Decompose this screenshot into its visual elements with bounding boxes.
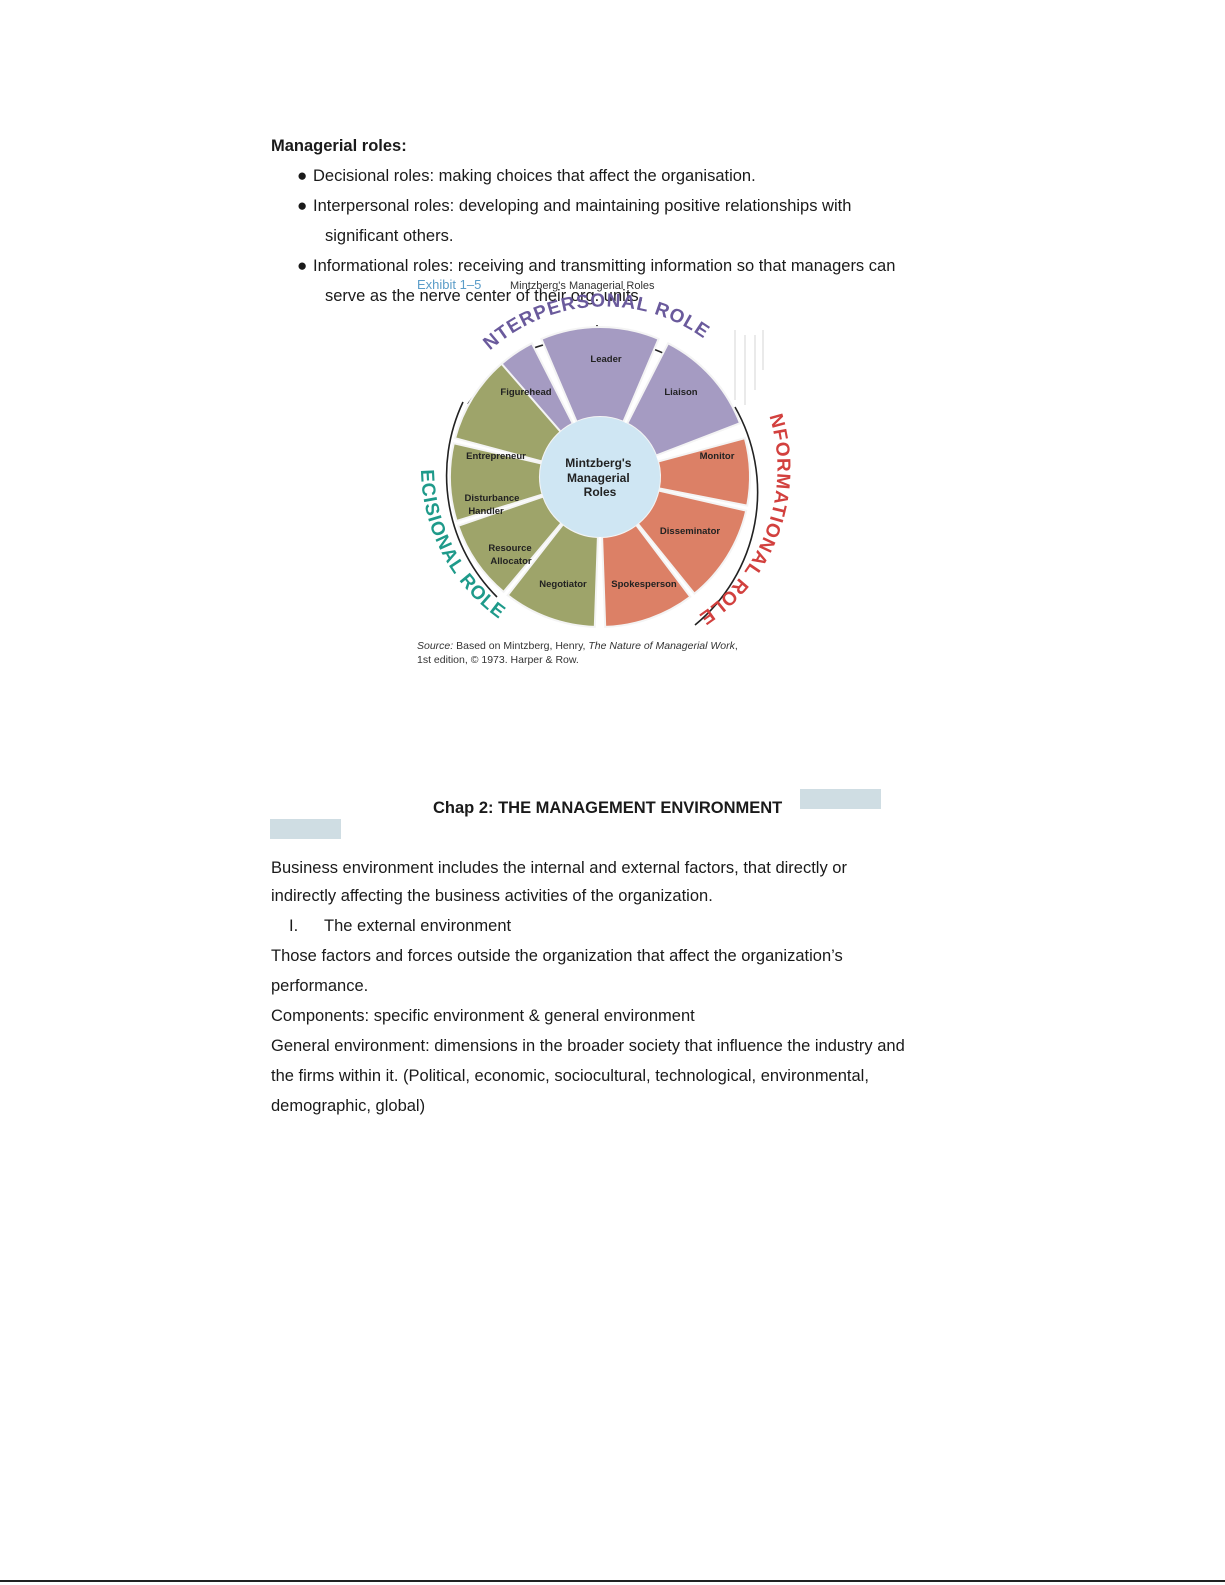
role-disturbance-handler: Disturbance	[465, 493, 520, 504]
chapter-title: Chap 2: THE MANAGEMENT ENVIRONMENT	[433, 799, 783, 817]
body-line: General environment: dimensions in the b…	[271, 1037, 905, 1055]
wedge-monitor	[656, 436, 751, 507]
bullet-text: Informational roles: receiving and trans…	[313, 257, 896, 275]
role-monitor: Monitor	[700, 451, 735, 462]
source-text: ,	[734, 640, 738, 652]
role-negotiator: Negotiator	[539, 579, 587, 590]
bullet-dot-icon: ●	[297, 166, 308, 185]
role-disturbance-handler: Handler	[468, 506, 504, 517]
source-prefix: Source:	[417, 640, 454, 652]
source-book: The Nature of Managerial Work	[588, 640, 735, 652]
list-item: The external environment	[324, 917, 512, 935]
role-resource-allocator: Allocator	[490, 556, 531, 567]
exhibit-source-line2: 1st edition, © 1973. Harper & Row.	[417, 654, 579, 666]
bullet-text: Interpersonal roles: developing and main…	[313, 197, 852, 215]
center-label: Managerial	[567, 471, 630, 485]
exhibit-title: Mintzberg's Managerial Roles	[510, 280, 655, 292]
bullet-text: Decisional roles: making choices that af…	[313, 167, 756, 185]
body-line: the firms within it. (Political, economi…	[271, 1067, 869, 1085]
body-line: Components: specific environment & gener…	[271, 1007, 695, 1025]
paragraph-line: indirectly affecting the business activi…	[271, 887, 713, 905]
role-disseminator: Disseminator	[660, 526, 720, 537]
paragraph-line: Business environment includes the intern…	[271, 859, 847, 877]
page-bottom-rule	[0, 1580, 1225, 1582]
list-marker: I.	[289, 917, 299, 935]
center-label: Mintzberg's	[565, 456, 632, 470]
bullet-text-continued: serve as the nerve center of their org. …	[325, 287, 644, 305]
section-heading: Managerial roles:	[271, 137, 407, 155]
source-text: Based on Mintzberg, Henry,	[453, 640, 589, 652]
role-entrepreneur: Entrepreneur	[466, 451, 526, 462]
highlight-mark	[800, 789, 881, 809]
highlight-mark	[270, 819, 341, 839]
bullet-text-continued: significant others.	[325, 227, 454, 245]
body-line: Those factors and forces outside the org…	[271, 947, 843, 965]
body-line: performance.	[271, 977, 369, 995]
decorative-lines	[734, 330, 764, 405]
center-circle	[540, 417, 660, 537]
mintzberg-roles-diagram: Exhibit 1–5 Mintzberg's Managerial Roles…	[400, 275, 792, 629]
svg-text:Mintzberg's Managerial: Mintzberg's Managerial Roles	[565, 456, 635, 499]
wedge-liaison	[625, 341, 742, 457]
role-liaison: Liaison	[664, 387, 697, 398]
exhibit-label: Exhibit 1–5	[417, 277, 481, 292]
role-resource-allocator: Resource	[488, 543, 531, 554]
bullet-dot-icon: ●	[297, 196, 308, 215]
role-leader: Leader	[590, 354, 621, 365]
role-spokesperson: Spokesperson	[611, 579, 677, 590]
role-figurehead: Figurehead	[500, 387, 551, 398]
body-line: demographic, global)	[271, 1097, 426, 1115]
bullet-dot-icon: ●	[297, 256, 308, 275]
center-label: Roles	[584, 485, 617, 499]
exhibit-source: Source: Based on Mintzberg, Henry, The N…	[417, 640, 738, 653]
